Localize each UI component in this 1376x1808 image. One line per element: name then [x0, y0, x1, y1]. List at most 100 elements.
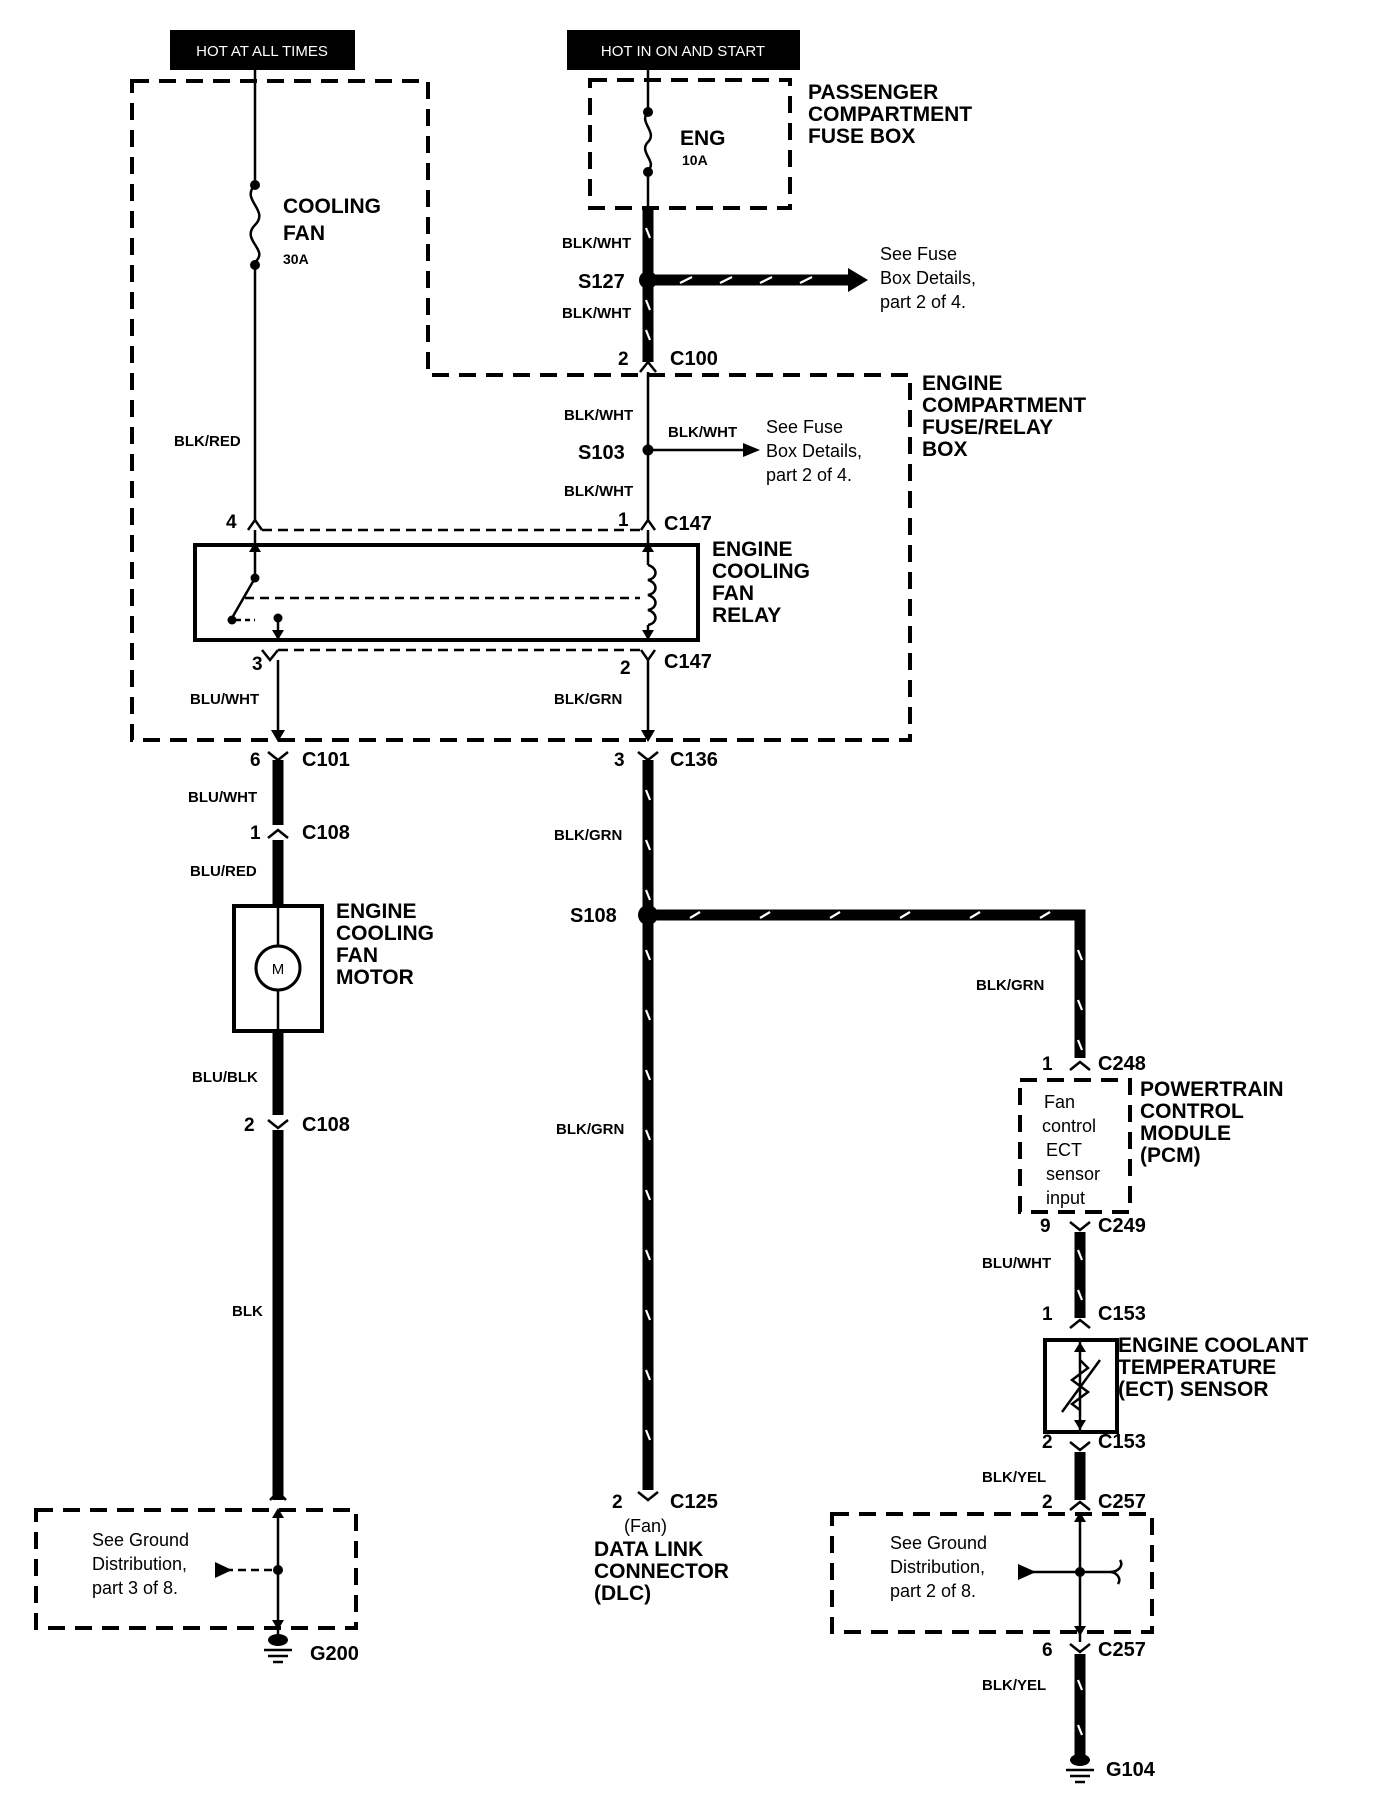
- c108-pin1-label: 1: [250, 823, 261, 844]
- c153-pin1-connector-symbol: [1069, 1318, 1091, 1329]
- ground-distribution-right-outline: [830, 1512, 1154, 1634]
- eng-fuse-rating: 10A: [682, 152, 708, 168]
- wire-label-blu-wht-2: BLU/WHT: [188, 789, 257, 806]
- s127-ref-note-1: See Fuse: [880, 244, 957, 264]
- pcm-label-2: CONTROL: [1140, 1100, 1244, 1123]
- wire-blu-wht-to-ect-stripes: [1076, 1249, 1084, 1301]
- wire-label-blk-red: BLK/RED: [174, 433, 241, 450]
- c248-connector-symbol: [1069, 1060, 1091, 1071]
- c108-pin2-label: 2: [244, 1115, 255, 1136]
- wire-label-blk-wht-2: BLK/WHT: [562, 305, 631, 322]
- g200-label: G200: [310, 1643, 359, 1665]
- pcm-label-4: (PCM): [1140, 1144, 1201, 1167]
- s103-ref-note-3: part 2 of 4.: [766, 465, 852, 485]
- motor-icon: M: [254, 906, 302, 1031]
- pcm-internal-1: Fan: [1044, 1092, 1075, 1112]
- wire-blk-yel-bottom-stripes: [1076, 1679, 1084, 1736]
- header-hot-in-on-and-start: HOT IN ON AND START: [567, 30, 800, 70]
- c100-label: C100: [670, 348, 718, 370]
- cooling-fan-fuse-name-2: FAN: [283, 222, 325, 245]
- wire-s127-branch-stripes: [679, 276, 813, 284]
- shield-drain-icon: [1109, 1559, 1123, 1585]
- motor-symbol-label: M: [272, 961, 285, 978]
- relay-coil: [642, 530, 657, 640]
- c101-connector-symbol: [267, 751, 289, 762]
- ground-right-note-3: part 2 of 8.: [890, 1581, 976, 1601]
- c125-connector-symbol: [637, 1491, 659, 1502]
- c153-pin1-label: 1: [1042, 1304, 1053, 1325]
- c153-pin2-label: 2: [1042, 1432, 1053, 1453]
- c101-label: C101: [302, 749, 350, 771]
- ground-left-note-1: See Ground: [92, 1530, 189, 1550]
- wire-label-blu-red: BLU/RED: [190, 863, 257, 880]
- pcm-label-1: POWERTRAIN: [1140, 1078, 1284, 1101]
- splice-s127-label: S127: [578, 271, 625, 293]
- wire-blk-grn-to-pcm-stripes: [689, 911, 1084, 1051]
- c147-pin4-label: 4: [226, 512, 237, 533]
- g104-ground-icon: [1066, 1754, 1094, 1784]
- c108-pin1-connector-symbol: [267, 828, 289, 839]
- c136-arrow-icon: [641, 730, 655, 742]
- fan-relay-label-2: COOLING: [712, 560, 810, 583]
- ground-left-note-3: part 3 of 8.: [92, 1578, 178, 1598]
- c101-pin-label: 6: [250, 750, 261, 771]
- engine-cooling-fan-relay-box: [193, 543, 700, 642]
- c147-pin3-label: 3: [252, 654, 263, 675]
- dlc-label-3: (DLC): [594, 1582, 651, 1605]
- wire-label-blk-yel-1: BLK/YEL: [982, 1469, 1046, 1486]
- fan-motor-label-1: ENGINE: [336, 900, 417, 923]
- s103-ref-note-1: See Fuse: [766, 417, 843, 437]
- wire-label-blk-wht-4: BLK/WHT: [564, 483, 633, 500]
- c136-label: C136: [670, 749, 718, 771]
- c249-connector-symbol: [1069, 1221, 1091, 1232]
- pin-4-connector-symbol: [246, 517, 264, 531]
- c100-connector-symbol: [639, 359, 657, 373]
- dlc-label-2: CONNECTOR: [594, 1560, 729, 1583]
- passenger-fuse-box-label-2: COMPARTMENT: [808, 103, 972, 126]
- ground-right-note-2: Distribution,: [890, 1557, 985, 1577]
- wire-label-blk-wht-1: BLK/WHT: [562, 235, 631, 252]
- s127-arrow-icon: [848, 268, 868, 292]
- wire-label-blk-grn-2: BLK/GRN: [554, 827, 622, 844]
- c257-label-2: C257: [1098, 1639, 1146, 1661]
- c248-label: C248: [1098, 1053, 1146, 1075]
- wire-label-blk-grn-1: BLK/GRN: [554, 691, 622, 708]
- c257-down-arrow-icon: [1074, 1626, 1086, 1636]
- c147-pin2-label: 2: [620, 658, 631, 679]
- c257-pin2-connector-symbol: [1069, 1500, 1091, 1511]
- c249-label: C249: [1098, 1215, 1146, 1237]
- wire-label-blk-yel-2: BLK/YEL: [982, 1677, 1046, 1694]
- wire-label-blk-wht-3: BLK/WHT: [564, 407, 633, 424]
- fan-motor-label-3: FAN: [336, 944, 378, 967]
- c249-pin-label: 9: [1040, 1216, 1051, 1237]
- s103-arrow-icon: [743, 443, 760, 457]
- c147-pin1-connector-symbol: [639, 517, 657, 531]
- eng-fuse-name: ENG: [680, 127, 726, 150]
- splice-s103-label: S103: [578, 442, 625, 464]
- header-hot-in-on-and-start-label: HOT IN ON AND START: [601, 43, 765, 60]
- c147-pin2-connector-symbol: [639, 649, 657, 663]
- engine-fuse-relay-box-label-4: BOX: [922, 438, 968, 461]
- dlc-fan-label: (Fan): [624, 1516, 667, 1536]
- c125-label: C125: [670, 1491, 718, 1513]
- ect-label-1: ENGINE COOLANT: [1118, 1334, 1308, 1357]
- relay-switch-contacts: [227, 530, 640, 640]
- ground-right-note-1: See Ground: [890, 1533, 987, 1553]
- c108-label-1: C108: [302, 822, 350, 844]
- engine-fuse-relay-box-label-1: ENGINE: [922, 372, 1003, 395]
- engine-fuse-relay-box-label-3: FUSE/RELAY: [922, 416, 1053, 439]
- wire-label-blu-wht-3: BLU/WHT: [982, 1255, 1051, 1272]
- passenger-fuse-box-label-3: FUSE BOX: [808, 125, 915, 148]
- c257-up-arrow-icon: [1074, 1512, 1086, 1522]
- wire-label-blk-grn-3: BLK/GRN: [556, 1121, 624, 1138]
- fan-motor-label-2: COOLING: [336, 922, 434, 945]
- pcm-internal-3: ECT: [1046, 1140, 1082, 1160]
- c248-pin-label: 1: [1042, 1054, 1053, 1075]
- g200-connector-symbol: [269, 1490, 287, 1501]
- c108-pin2-connector-symbol: [267, 1119, 289, 1130]
- c147-label-bottom: C147: [664, 651, 712, 673]
- wire-label-blk-wht-branch: BLK/WHT: [668, 424, 737, 441]
- g104-label: G104: [1106, 1759, 1156, 1781]
